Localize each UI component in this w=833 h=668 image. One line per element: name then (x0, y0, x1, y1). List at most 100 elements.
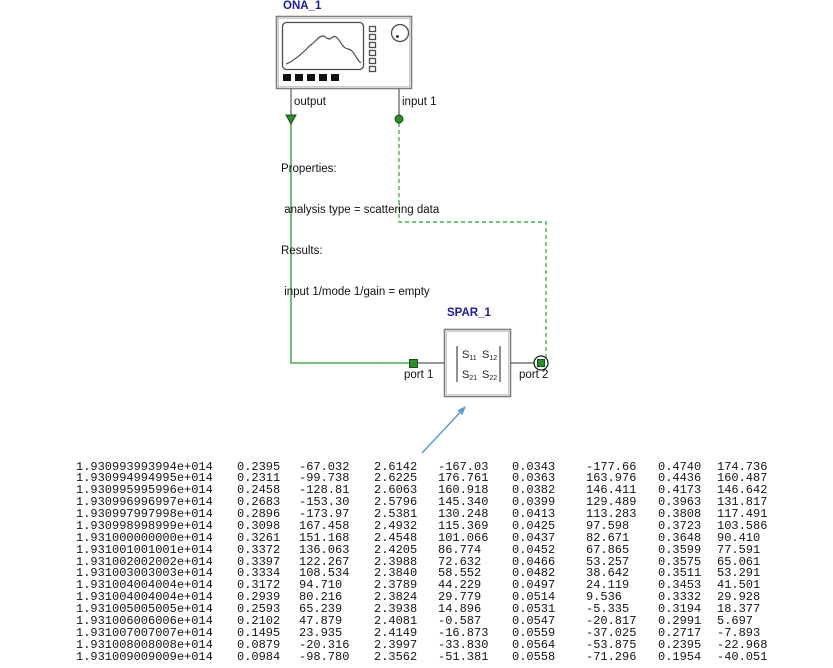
table-cell: -99.738 (299, 471, 350, 486)
table-cell: -177.66 (586, 459, 637, 474)
table-cell: 108.534 (299, 566, 350, 581)
spar-element[interactable]: S11 S12 S21 S22 (443, 328, 512, 398)
table-cell: 1.931000000000e+014 (76, 530, 213, 545)
table-cell: -173.97 (299, 507, 350, 521)
table-cell: 0.1495 (237, 625, 281, 640)
table-cell: 2.3824 (374, 590, 418, 605)
table-cell: 129.489 (586, 495, 637, 510)
table-cell: 0.0482 (512, 566, 556, 581)
table-cell: 1.931004004004e+014 (76, 578, 213, 593)
table-cell: 0.0466 (512, 554, 556, 569)
table-cell: 18.377 (717, 602, 761, 616)
table-cell: 2.3997 (374, 637, 418, 652)
table-cell: 151.168 (299, 530, 350, 545)
table-cell: 86.774 (438, 542, 482, 557)
table-cell: 1.930993993994e+014 (76, 459, 213, 474)
table-cell: 0.0437 (512, 530, 556, 545)
table-cell: -128.81 (299, 483, 350, 498)
table-cell: 0.0564 (512, 637, 556, 652)
table-cell: -153.30 (299, 495, 350, 510)
table-cell: -98.780 (299, 649, 350, 664)
table-cell: 0.3098 (237, 518, 281, 533)
ona-front-button-icon (307, 74, 315, 81)
table-cell: -20.817 (586, 613, 637, 628)
ona-properties-panel: Properties: analysis type = scattering d… (281, 136, 439, 313)
table-cell: -51.381 (438, 649, 489, 664)
table-cell: 1.931004004004e+014 (76, 590, 213, 605)
table-cell: 0.4740 (658, 459, 702, 474)
table-cell: 1.931008008008e+014 (76, 637, 213, 652)
port-1-icon[interactable] (409, 359, 418, 368)
table-cell: 94.710 (299, 578, 343, 593)
table-cell: 65.239 (299, 602, 343, 616)
ona-side-button-icon (368, 33, 377, 41)
table-cell: 0.0558 (512, 649, 556, 664)
table-cell: 2.4548 (374, 530, 418, 545)
table-cell: 0.2991 (658, 613, 702, 628)
table-cell: 0.3511 (658, 566, 702, 581)
output-port-icon[interactable] (285, 114, 297, 126)
table-cell: -20.316 (299, 637, 350, 652)
table-cell: 0.2683 (237, 495, 281, 510)
ona-front-button-icon (331, 74, 339, 81)
table-cell: 2.4149 (374, 625, 418, 640)
properties-heading: Properties: (281, 163, 337, 176)
table-cell: -167.03 (438, 459, 489, 474)
table-cell: 0.0531 (512, 602, 556, 616)
table-cell: 0.3963 (658, 495, 702, 510)
wire-input-1-to-port-2[interactable] (398, 123, 547, 358)
table-cell: 2.3840 (374, 566, 418, 581)
table-cell: 130.248 (438, 507, 489, 521)
table-cell: 0.0343 (512, 459, 556, 474)
table-cell: 0.4436 (658, 471, 702, 486)
s21-label: S21 (462, 369, 477, 382)
table-cell: 0.0382 (512, 483, 556, 498)
ona-output-port-label: output (294, 96, 326, 108)
spar-element-label[interactable]: SPAR_1 (447, 307, 491, 319)
table-cell: 113.283 (586, 507, 637, 521)
table-cell: -16.873 (438, 625, 489, 640)
table-cell: 1.930998998999e+014 (76, 518, 213, 533)
table-cell: 0.3648 (658, 530, 702, 545)
ona-screen-icon (281, 21, 365, 71)
table-cell: 163.976 (586, 471, 637, 486)
port-2-core (537, 359, 545, 367)
input-1-port-icon[interactable] (394, 114, 404, 124)
table-cell: 0.3723 (658, 518, 702, 533)
table-cell: 0.0497 (512, 578, 556, 593)
table-cell: 0.3172 (237, 578, 281, 593)
table-cell: 174.736 (717, 459, 768, 474)
table-cell: 1.930997997998e+014 (76, 507, 213, 521)
port-2-icon[interactable] (533, 355, 549, 371)
ona-element[interactable] (275, 15, 413, 90)
ona-element-label[interactable]: ONA_1 (283, 0, 322, 12)
wire-output-to-port-1[interactable] (290, 124, 409, 364)
annotation-arrow (421, 406, 466, 454)
table-cell: 2.4081 (374, 613, 418, 628)
table-cell: 101.066 (438, 530, 489, 545)
table-cell: 146.411 (586, 483, 637, 498)
table-cell: 53.291 (717, 566, 761, 581)
ona-side-buttons-icon (368, 25, 377, 73)
s-parameter-symbol: S (462, 369, 469, 381)
s-parameter-index: 22 (489, 375, 497, 382)
spar-body-bevel (446, 331, 509, 395)
table-cell: 5.697 (717, 613, 754, 628)
table-cell: 72.632 (438, 554, 482, 569)
table-cell: 1.930995995996e+014 (76, 483, 213, 498)
table-cell: 0.2593 (237, 602, 281, 616)
s-parameter-index: 12 (489, 355, 497, 362)
result-gain: input 1/mode 1/gain = empty (281, 285, 430, 298)
table-cell: 2.3938 (374, 602, 418, 616)
table-cell: 0.2939 (237, 590, 281, 605)
s-parameter-symbol: S (462, 349, 469, 361)
table-cell: 160.918 (438, 483, 489, 498)
